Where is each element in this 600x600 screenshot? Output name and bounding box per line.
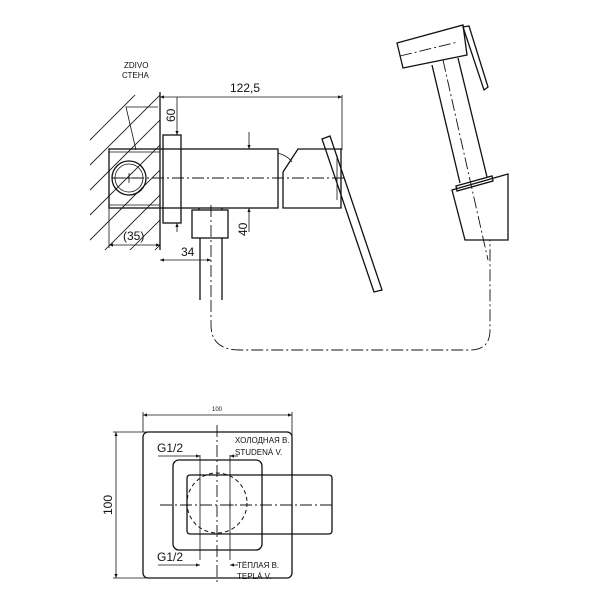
wall-flange bbox=[162, 134, 182, 224]
wall-leader bbox=[125, 106, 158, 151]
side-view: ZDIVO СТЕНА 122,5 60 40 34 bbox=[90, 24, 509, 351]
outlet-nut bbox=[191, 209, 229, 239]
lever-handle bbox=[321, 135, 383, 293]
cartridge-housing bbox=[282, 148, 342, 209]
wall-label-zdivo: ZDIVO bbox=[124, 61, 148, 70]
dim-wall-label: (35) bbox=[123, 229, 144, 243]
cold-water-ru: ХОЛОДНАЯ В. bbox=[235, 436, 290, 445]
cold-water-cz: STUDENÁ V. bbox=[235, 448, 282, 457]
thread-top-label: G1/2 bbox=[157, 441, 183, 455]
dim-width-label: 100 bbox=[212, 407, 223, 413]
mixer-body bbox=[108, 148, 279, 209]
hand-shower bbox=[396, 24, 509, 261]
front-view: 100 100 G1/2 G1/2 ХОЛОДНАЯ В. STUDENÁ V.… bbox=[101, 407, 333, 585]
hose-line bbox=[210, 240, 491, 351]
dim-body-label: 40 bbox=[236, 222, 250, 236]
dim-outlet-label: 34 bbox=[181, 245, 195, 259]
dim-height-label: 100 bbox=[101, 495, 115, 515]
wall-label-stena: СТЕНА bbox=[122, 71, 150, 80]
hot-water-cz: TEPLÁ V. bbox=[237, 572, 271, 581]
hot-water-ru: ТЁПЛАЯ В. bbox=[237, 561, 279, 570]
thread-bottom-label: G1/2 bbox=[157, 550, 183, 564]
lever-front bbox=[186, 474, 333, 535]
dim-length-label: 122,5 bbox=[230, 81, 260, 95]
dim-flange-label: 60 bbox=[164, 108, 178, 122]
